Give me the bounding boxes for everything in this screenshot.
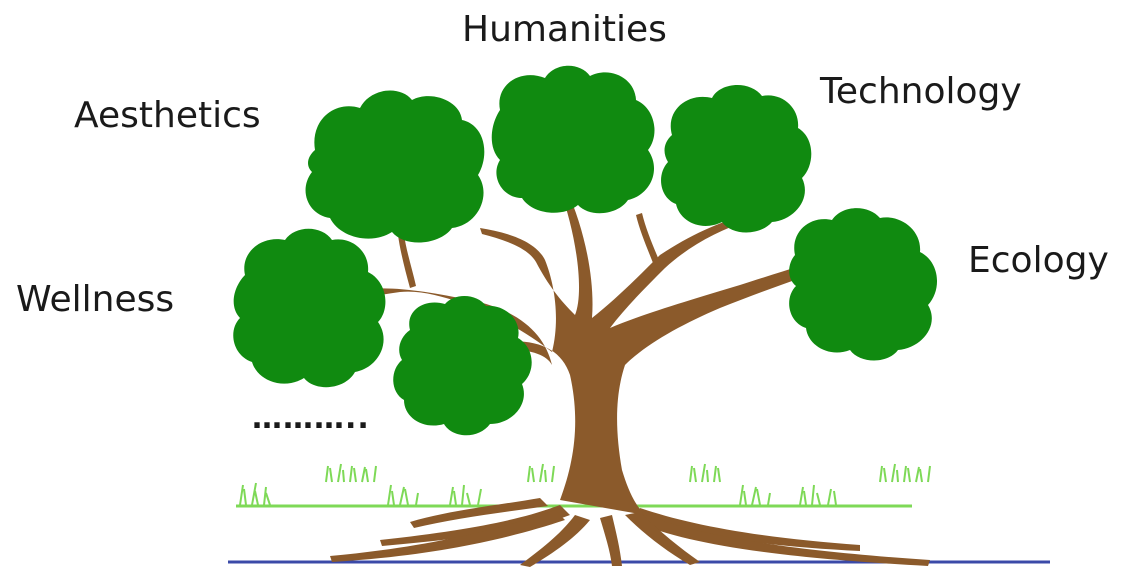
label-aesthetics: Aesthetics <box>74 95 261 136</box>
label-more-ellipsis: ……….. <box>252 401 370 436</box>
label-technology: Technology <box>820 71 1022 112</box>
grass-tufts <box>239 463 931 506</box>
canopy-wellness <box>233 228 386 388</box>
canopy-technology <box>661 84 812 233</box>
canopy-aesthetics <box>305 90 485 243</box>
label-ecology: Ecology <box>968 240 1109 281</box>
label-wellness: Wellness <box>16 279 175 320</box>
tree-roots <box>330 498 930 567</box>
canopy-ecology <box>789 208 938 361</box>
canopy-lower <box>393 295 532 436</box>
canopy-humanities <box>491 65 655 214</box>
tree-foliage <box>233 65 938 436</box>
label-humanities: Humanities <box>462 9 667 50</box>
